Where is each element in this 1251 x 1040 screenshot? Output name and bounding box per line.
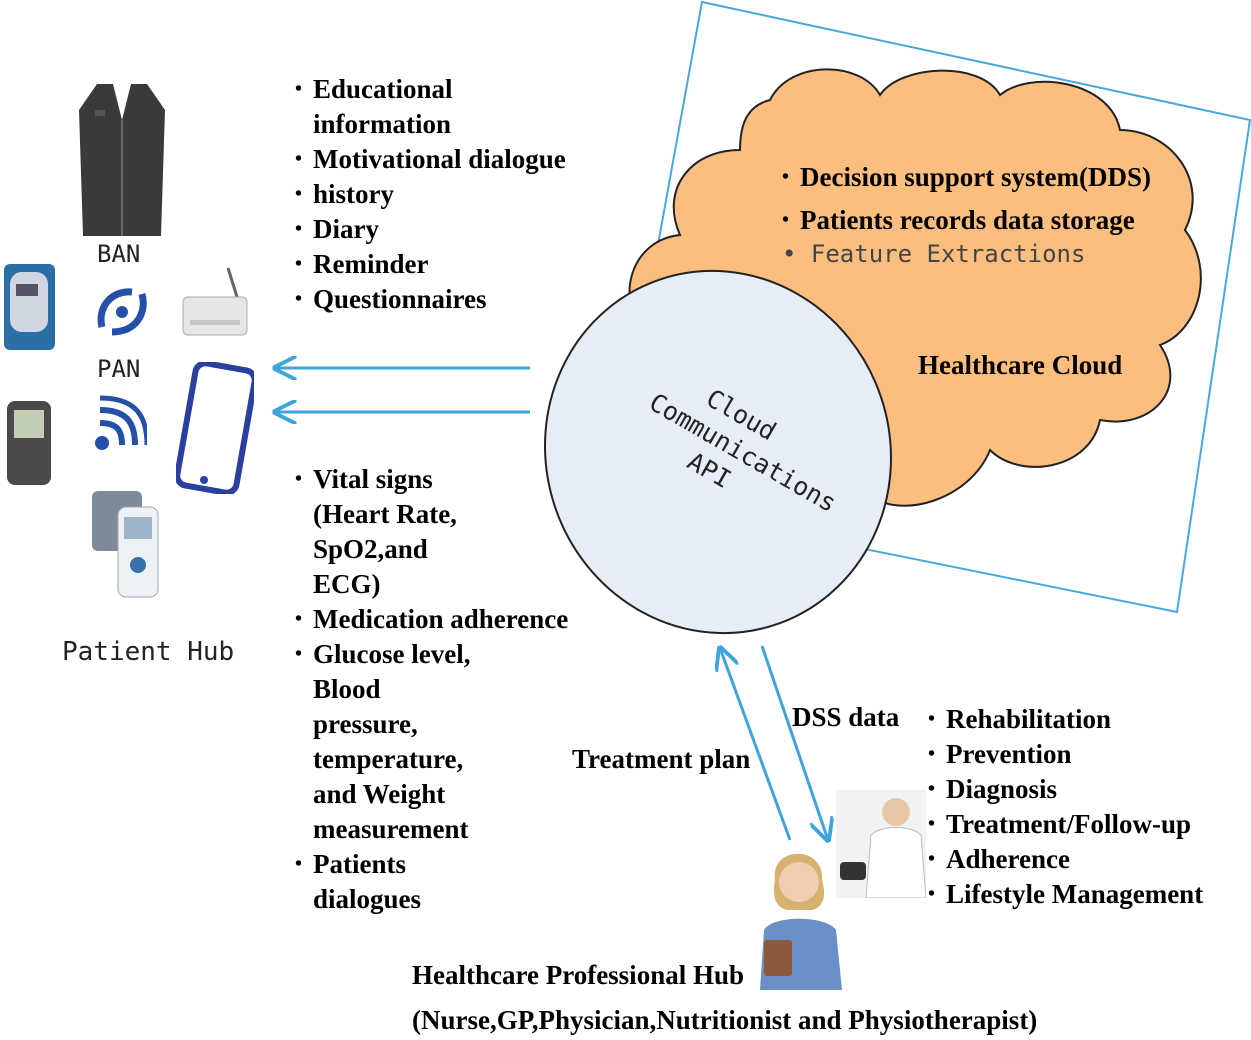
weight-scale-icon	[4, 264, 55, 350]
list-item: Lifestyle Management	[928, 877, 1248, 912]
list-item: Decision support system(DDS)	[782, 156, 1182, 199]
list-item: Treatment/Follow-up	[928, 807, 1248, 842]
wifi-signal-icon	[95, 395, 147, 450]
smart-vest-icon	[79, 84, 165, 236]
list-item: Prevention	[928, 737, 1248, 772]
list-item: Diary	[295, 212, 595, 247]
education-list: Educational information Motivational dia…	[295, 72, 595, 317]
list-item: Rehabilitation	[928, 702, 1248, 737]
professional-services-list: Rehabilitation Prevention Diagnosis Trea…	[928, 702, 1248, 912]
doctor-photo	[836, 790, 926, 898]
blood-pressure-monitor-icon	[92, 491, 159, 598]
list-item: Patients dialogues	[295, 847, 485, 917]
dss-data-label: DSS data	[792, 702, 900, 732]
smartphone-icon	[176, 362, 254, 494]
list-item: history	[295, 177, 595, 212]
list-item: Diagnosis	[928, 772, 1248, 807]
glucose-meter-icon	[7, 401, 51, 485]
vitals-list: Vital signs (Heart Rate, SpO2,and ECG) M…	[295, 462, 568, 917]
healthcare-cloud-label: Healthcare Cloud	[918, 350, 1123, 380]
list-item: Patients records data storage	[782, 199, 1182, 242]
list-item: Reminder	[295, 247, 595, 282]
api-ellipse	[544, 269, 892, 635]
router-icon	[182, 267, 248, 336]
list-item: Motivational dialogue	[295, 142, 595, 177]
dss-data-arrow	[760, 645, 828, 840]
list-item: Glucose level, Blood pressure, temperatu…	[295, 637, 485, 847]
treatment-plan-arrow	[720, 648, 792, 841]
cloud-services-list: Decision support system(DDS) Patients re…	[782, 156, 1182, 242]
professional-hub-subtitle: (Nurse,GP,Physician,Nutritionist and Phy…	[412, 1005, 1038, 1035]
body-area-network-icon	[97, 288, 147, 336]
ban-label: BAN	[97, 240, 141, 268]
list-item: Vital signs (Heart Rate, SpO2,and ECG)	[295, 462, 485, 602]
list-item: Medication adherence	[295, 602, 603, 637]
patient-hub-label: Patient Hub	[62, 637, 235, 667]
treatment-plan-label: Treatment plan	[572, 744, 751, 774]
feature-extractions-label: Feature Extractions	[810, 240, 1086, 268]
list-item: Questionnaires	[295, 282, 595, 317]
professional-hub-title: Healthcare Professional Hub	[412, 960, 744, 990]
nurse-photo	[760, 853, 842, 990]
pan-label: PAN	[97, 355, 141, 383]
feature-extractions-item: • Feature Extractions	[782, 240, 1086, 268]
list-item: Adherence	[928, 842, 1248, 877]
list-item: Educational information	[295, 72, 595, 142]
